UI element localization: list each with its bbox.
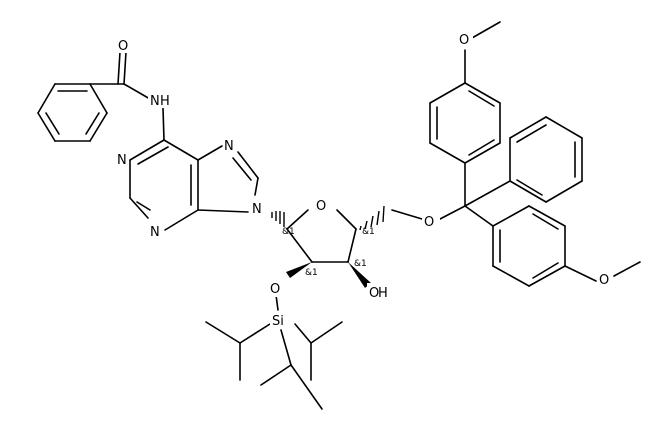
phenyl-ring xyxy=(509,116,583,203)
lower-anisyl-ring xyxy=(492,205,641,287)
ribose-ring xyxy=(286,209,357,263)
o5-label: O xyxy=(424,215,434,230)
amide-group xyxy=(89,51,165,141)
amide-oxygen-label: O xyxy=(118,39,128,54)
c4-c5-hashed-bond xyxy=(359,205,385,231)
stereo-label-c4: &1 xyxy=(362,227,375,237)
n1-label: N xyxy=(117,153,127,168)
stereo-label-c3: &1 xyxy=(354,259,367,269)
trityl-center xyxy=(439,162,511,227)
hydroxyl-hydrogen-label: H xyxy=(378,286,388,301)
n7-label: N xyxy=(224,139,234,154)
n3-label: N xyxy=(150,225,160,240)
c3-oh-wedge xyxy=(348,262,371,288)
upper-methoxy-oxygen-label: O xyxy=(459,33,469,48)
n9-c1-hashed-bond xyxy=(271,211,285,227)
amide-nitrogen-label: N xyxy=(150,94,160,109)
stereo-label-c2: &1 xyxy=(305,268,318,278)
purine-ring xyxy=(129,139,259,231)
ring-oxygen-label: O xyxy=(316,199,326,214)
silicon-label: Si xyxy=(272,314,284,329)
hydroxyl-oxygen-label: O xyxy=(369,286,379,301)
stereo-label-c1: &1 xyxy=(282,227,295,237)
upper-anisyl-ring xyxy=(429,21,501,164)
c2-o2-wedge xyxy=(286,262,312,278)
benzoyl-ring xyxy=(37,83,108,142)
amide-hydrogen-label: H xyxy=(160,94,170,109)
c5-o5-bond xyxy=(391,209,423,220)
lower-methoxy-oxygen-label: O xyxy=(599,273,609,288)
n9-label: N xyxy=(252,202,262,217)
tips-group xyxy=(205,294,343,410)
o2-label: O xyxy=(270,282,280,297)
